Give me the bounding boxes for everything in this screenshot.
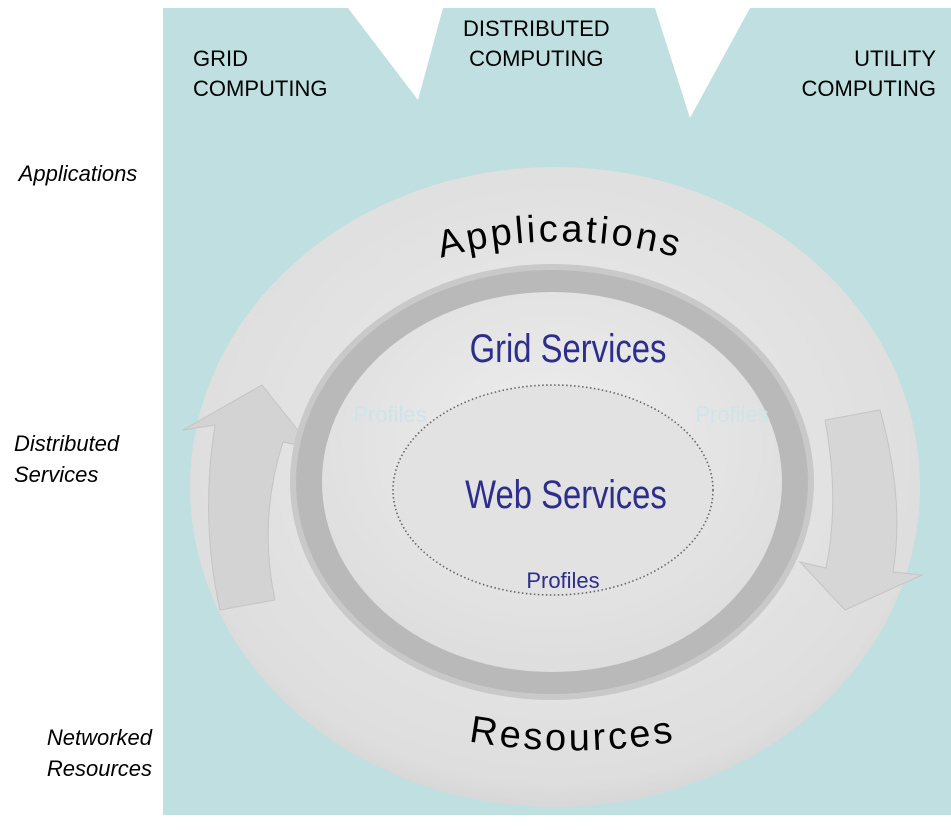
- web-services-title: Web Services: [465, 472, 667, 517]
- distributed-computing-label: DISTRIBUTED COMPUTING: [463, 16, 610, 71]
- layer-label-distributed-services: Distributed Services: [14, 431, 120, 487]
- layer-label-networked-resources: Networked Resources: [46, 725, 152, 781]
- utility-computing-label: UTILITY COMPUTING: [801, 46, 936, 101]
- layer-label-applications: Applications: [18, 161, 138, 186]
- grid-services-profiles-right: Profiles: [695, 402, 768, 427]
- web-services-boundary: [392, 384, 714, 596]
- web-services-profiles: Profiles: [526, 568, 599, 593]
- grid-services-title: Grid Services: [470, 326, 667, 371]
- grid-computing-label: GRID COMPUTING: [193, 46, 328, 101]
- right-arrow-icon: [798, 409, 924, 611]
- grid-services-profiles-left: Profiles: [353, 402, 426, 427]
- left-arrow-icon: [182, 384, 314, 611]
